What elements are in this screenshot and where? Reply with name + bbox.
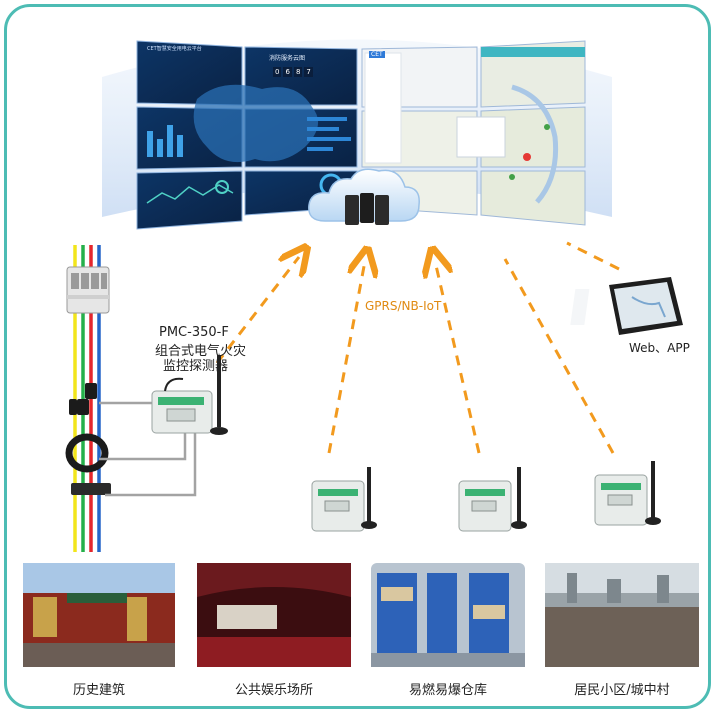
photo-residential (545, 563, 699, 667)
tablet-icon (570, 277, 683, 335)
arrow-main-device (215, 257, 299, 364)
dashboard-center-title: 消防服务云图 (269, 55, 306, 62)
cloud-server-icon (308, 168, 420, 225)
counter-digit: 8 (293, 67, 303, 77)
diagram-canvas (23, 39, 699, 667)
dashboard-dark-panels (136, 40, 358, 230)
device-name-line1: 组合式电气火灾 (155, 344, 247, 359)
detector-device-4 (594, 461, 661, 526)
photo-historic-building (23, 563, 175, 667)
scene-caption-residential: 居民小区/城中村 (574, 683, 670, 698)
circuit-breaker-icon (66, 266, 110, 314)
device-model-label: PMC-350-F (159, 325, 229, 340)
scene-caption-warehouse: 易燃易爆仓库 (408, 683, 487, 698)
device-name-line2: 监控探测器 (163, 359, 229, 374)
dashboard-counter: 0 6 8 7 (273, 67, 313, 77)
arrow-device-2 (327, 261, 365, 454)
signal-arrows (215, 241, 620, 454)
dashboard-map-panels (361, 40, 586, 226)
photo-warehouse (371, 563, 525, 667)
diagram-frame: PMC-350-F 组合式电气火灾 监控探测器 GPRS/NB-IoT Web、… (4, 4, 711, 709)
client-label: Web、APP (629, 341, 690, 355)
photo-theater (197, 563, 351, 667)
scene-caption-theater: 公共娱乐场所 (234, 683, 313, 698)
arrow-device-4 (503, 258, 615, 454)
dashboard-app-logo: CET (369, 51, 385, 58)
main-detector-device (151, 355, 228, 435)
counter-digit: 7 (304, 67, 313, 77)
current-transformer-icons (65, 383, 111, 495)
arrow-device-3 (435, 261, 481, 454)
detector-device-2 (311, 467, 377, 532)
scene-caption-historic: 历史建筑 (72, 683, 125, 698)
signal-cables (99, 401, 197, 497)
dashboard-left-title: CET智慧安全用电云平台 (147, 46, 202, 52)
network-label: GPRS/NB-IoT (365, 299, 442, 313)
counter-digit: 6 (283, 67, 292, 77)
detector-device-3 (458, 467, 527, 532)
counter-digit: 0 (273, 67, 282, 77)
arrow-tablet (566, 241, 620, 271)
